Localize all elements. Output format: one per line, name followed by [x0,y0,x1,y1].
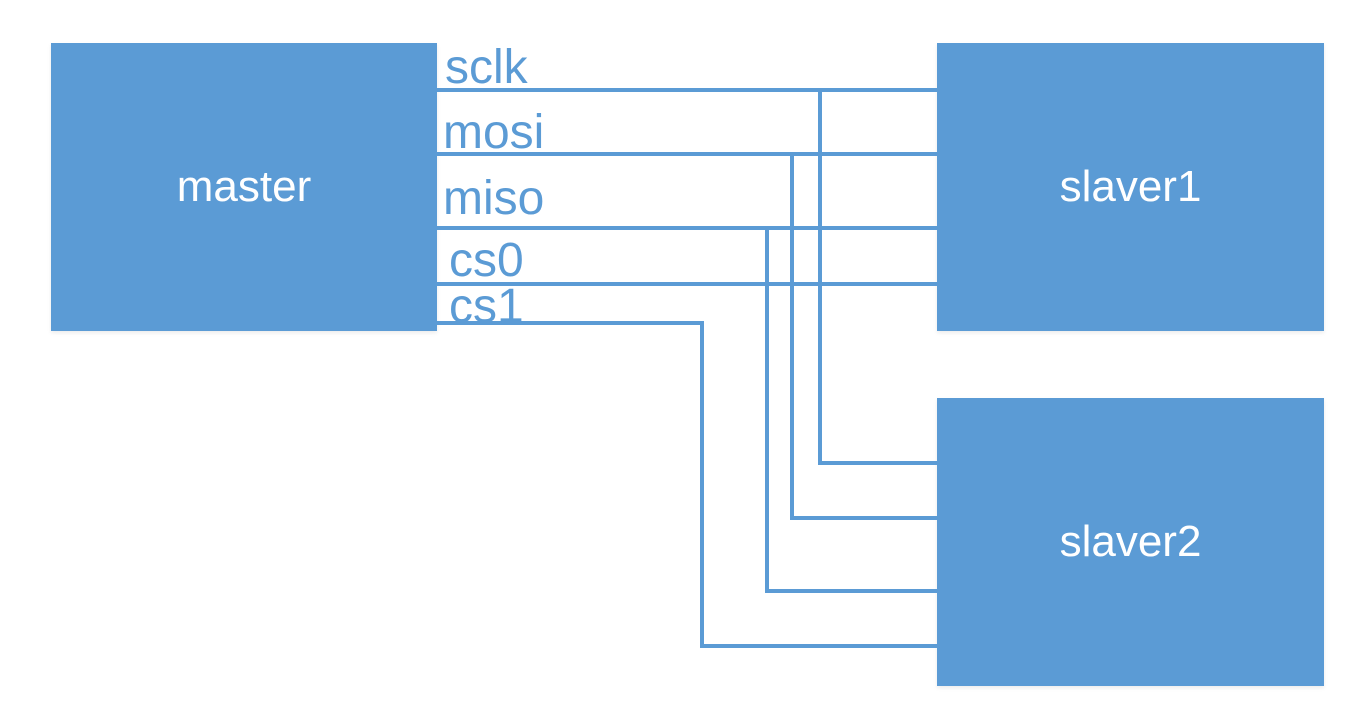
wire-miso-slaver2 [765,226,939,593]
signal-label-cs1: cs1 [449,280,524,333]
wire-cs1-slaver2 [435,321,939,648]
signal-label-sclk: sclk [445,41,529,94]
wire-sclk-slaver2 [818,88,939,465]
master-label: master [176,162,312,211]
slaver1-box: slaver1 [937,43,1324,331]
wire-mosi-slaver2 [790,152,939,520]
signal-label-mosi: mosi [443,106,544,159]
signal-label-cs0: cs0 [449,234,524,287]
slaver2-label: slaver2 [1059,517,1202,566]
master-box: master [51,43,437,331]
slaver1-label: slaver1 [1059,162,1202,211]
signal-label-miso: miso [443,172,544,225]
slaver2-box: slaver2 [937,398,1324,686]
